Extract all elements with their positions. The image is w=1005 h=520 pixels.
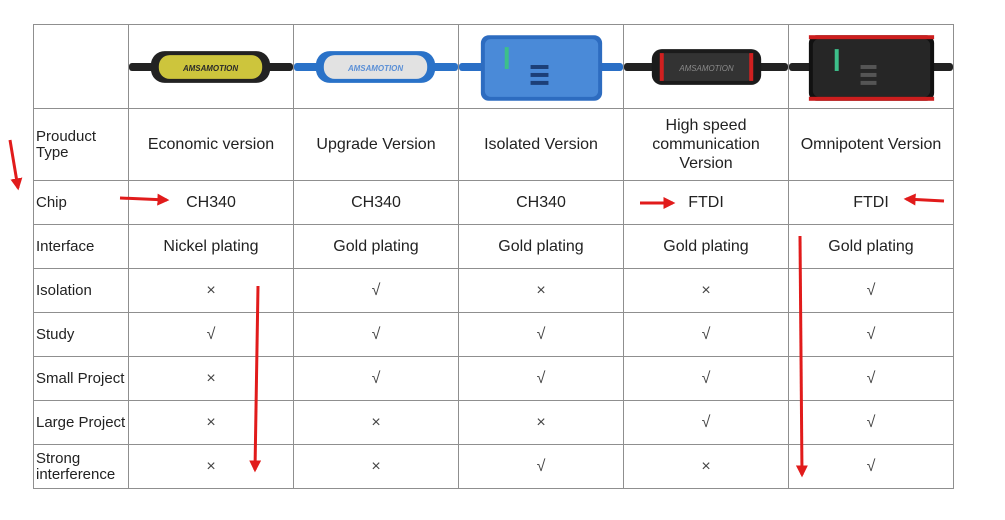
table-cell: √ — [788, 356, 954, 401]
table-cell: × — [623, 444, 789, 489]
brand-text: AMSAMOTION — [347, 63, 403, 72]
row-label: Large Project — [33, 400, 129, 445]
table-row: Study √ √ √ √ √ — [33, 312, 954, 357]
table-row: Isolation × √ × × √ — [33, 268, 954, 313]
cable-economic-image: AMSAMOTION — [129, 50, 293, 83]
table-cell: × — [623, 268, 789, 313]
table-cell: √ — [458, 312, 624, 357]
table-cell: CH340 — [293, 180, 459, 225]
table-cell: × — [458, 400, 624, 445]
row-label: Isolation — [33, 268, 129, 313]
row-label: Interface — [33, 224, 129, 269]
table-cell: √ — [458, 444, 624, 489]
table-cell: √ — [293, 356, 459, 401]
table-cell: × — [128, 268, 294, 313]
row-label: Small Project — [33, 356, 129, 401]
table-cell: × — [293, 400, 459, 445]
table-cell: Economic version — [128, 108, 294, 181]
table-row: Prouduct Type Economic version Upgrade V… — [33, 108, 954, 181]
table-cell: √ — [623, 356, 789, 401]
table-cell: × — [128, 444, 294, 489]
product-image-cell: AMSAMOTION — [293, 24, 459, 109]
table-cell: CH340 — [128, 180, 294, 225]
brand-text: AMSAMOTION — [182, 63, 238, 72]
row-label: Prouduct Type — [33, 108, 129, 181]
table-cell: Gold plating — [293, 224, 459, 269]
arrow-left-down — [8, 139, 23, 191]
table-row: Chip CH340 CH340 CH340 FTDI FTDI — [33, 180, 954, 225]
table-row: Large Project × × × √ √ — [33, 400, 954, 445]
cable-upgrade-image: AMSAMOTION — [294, 50, 458, 83]
table-cell: √ — [458, 356, 624, 401]
table-cell: Gold plating — [623, 224, 789, 269]
corner-cell — [33, 24, 129, 109]
table-cell: Upgrade Version — [293, 108, 459, 181]
table-cell: CH340 — [458, 180, 624, 225]
table-cell: × — [128, 356, 294, 401]
table-cell: √ — [788, 268, 954, 313]
table-cell: FTDI — [788, 180, 954, 225]
table-row: Strong interference × × √ × √ — [33, 444, 954, 489]
product-image-cell — [458, 24, 624, 109]
brand-text: AMSAMOTION — [678, 63, 734, 72]
table-cell: √ — [788, 312, 954, 357]
table-cell: √ — [293, 268, 459, 313]
table-cell: √ — [623, 312, 789, 357]
table-cell: Isolated Version — [458, 108, 624, 181]
product-image-cell: AMSAMOTION — [623, 24, 789, 109]
table-row: Small Project × √ √ √ √ — [33, 356, 954, 401]
table-cell: √ — [128, 312, 294, 357]
table-cell: √ — [293, 312, 459, 357]
row-label: Chip — [33, 180, 129, 225]
table-cell: √ — [788, 400, 954, 445]
comparison-table: AMSAMOTION AMSAMOTION — [33, 24, 954, 489]
image-row: AMSAMOTION AMSAMOTION — [33, 24, 954, 109]
table-cell: × — [128, 400, 294, 445]
table-cell: High speed communication Version — [623, 108, 789, 181]
table-cell: √ — [623, 400, 789, 445]
cable-high-speed-image: AMSAMOTION — [624, 48, 788, 85]
table-cell: × — [458, 268, 624, 313]
table-cell: Gold plating — [788, 224, 954, 269]
table-cell: × — [293, 444, 459, 489]
table-cell: FTDI — [623, 180, 789, 225]
table-cell: Gold plating — [458, 224, 624, 269]
row-label: Study — [33, 312, 129, 357]
product-image-cell — [788, 24, 954, 109]
row-label: Strong interference — [33, 444, 129, 489]
cable-omnipotent-image — [789, 34, 953, 101]
product-image-cell: AMSAMOTION — [128, 24, 294, 109]
table-cell: Omnipotent Version — [788, 108, 954, 181]
table-cell: √ — [788, 444, 954, 489]
table-cell: Nickel plating — [128, 224, 294, 269]
table-row: Interface Nickel plating Gold plating Go… — [33, 224, 954, 269]
cable-isolated-image — [459, 34, 623, 101]
